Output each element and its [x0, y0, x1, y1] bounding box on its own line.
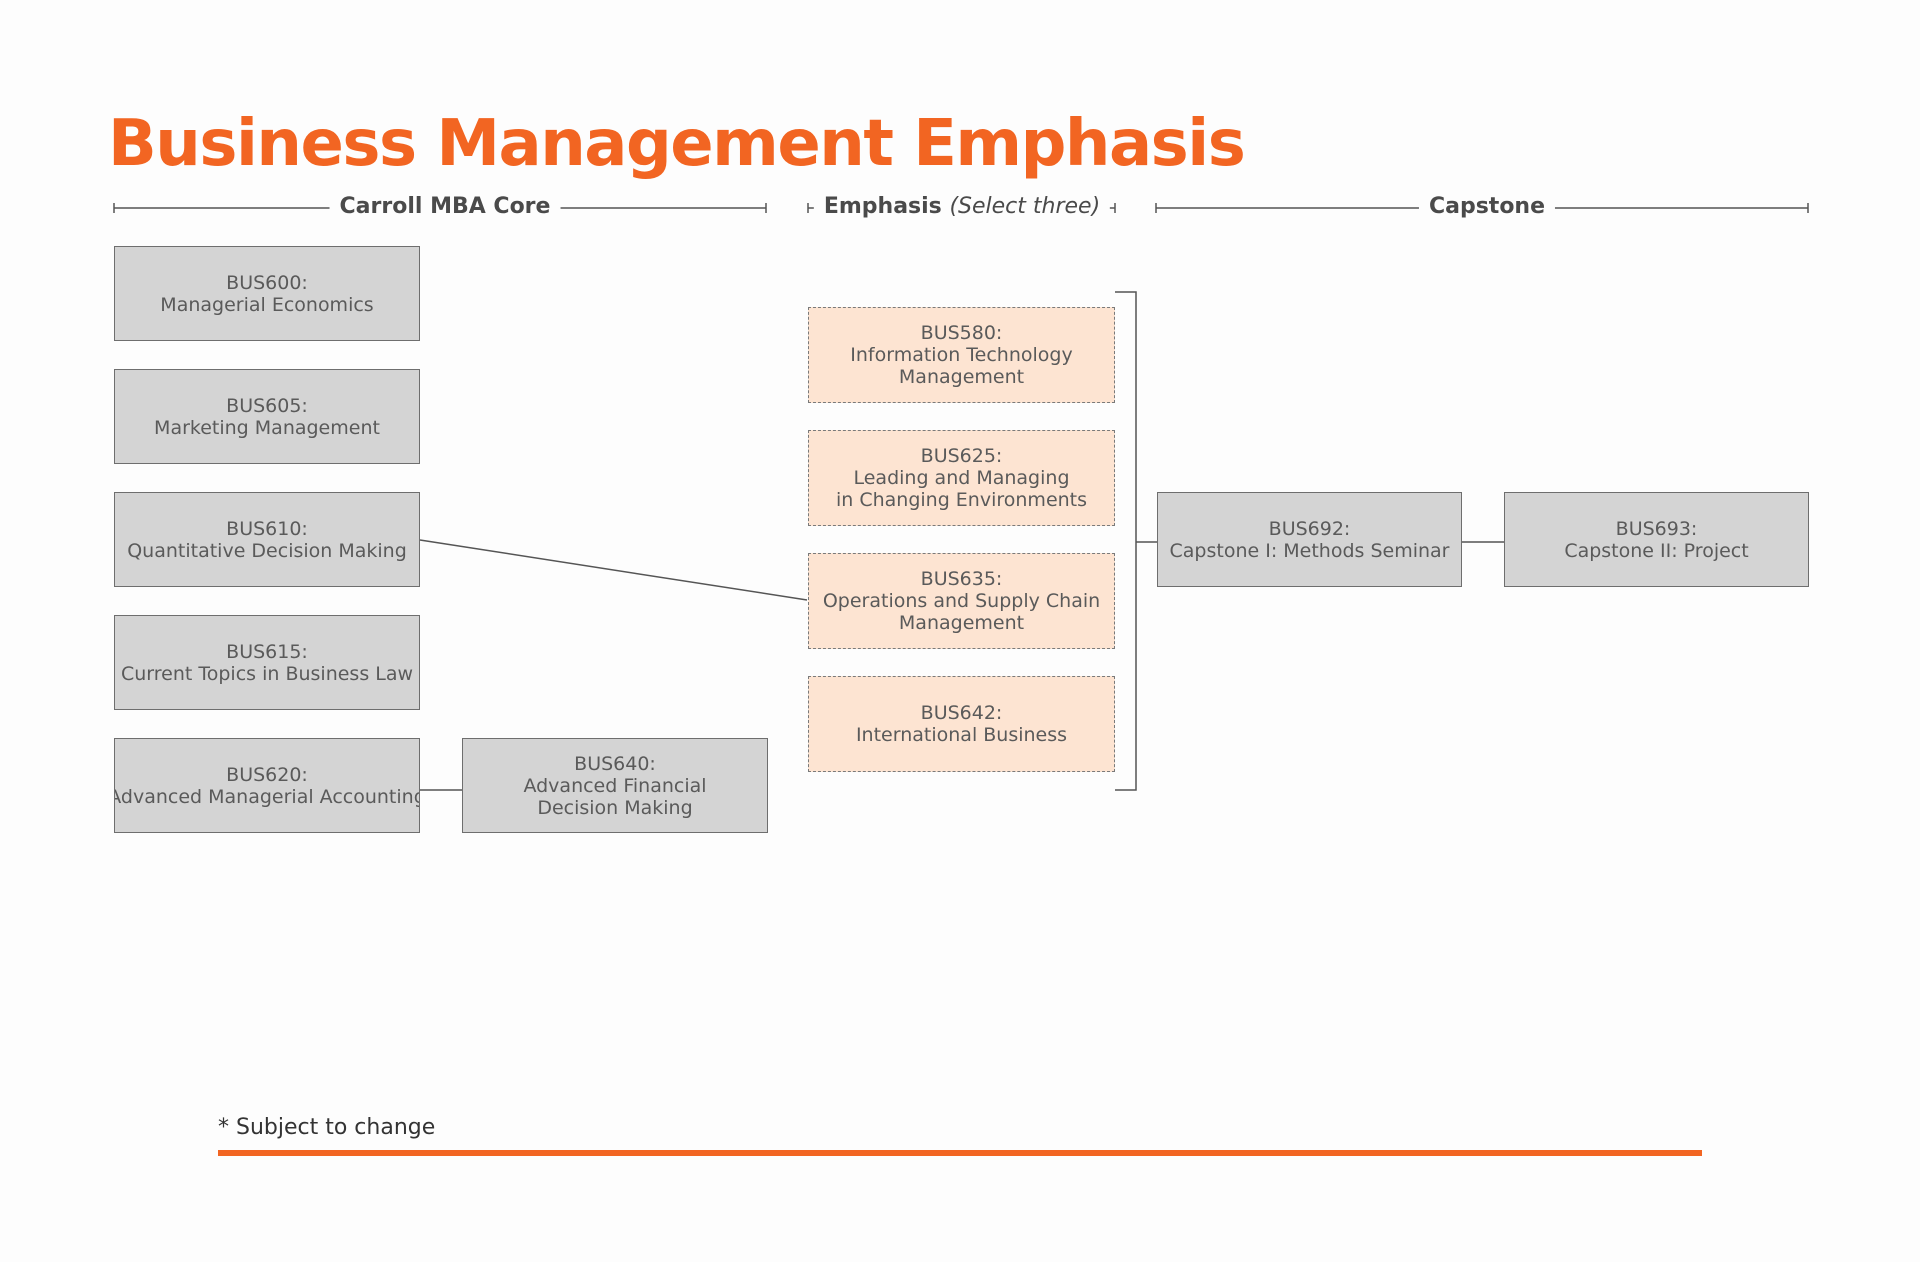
emphasis-label: Emphasis: [823, 194, 942, 219]
course-title: Advanced Managerial Accounting: [114, 785, 420, 808]
connector-bus610-bus635: [419, 539, 808, 601]
course-code: BUS620:: [226, 763, 308, 786]
course-box-bus620: BUS620: Advanced Managerial Accounting: [114, 738, 420, 833]
course-box-bus605: BUS605: Marketing Management: [114, 369, 420, 464]
section-label-emphasis: Emphasis (Select three): [813, 192, 1111, 222]
page-title: Business Management Emphasis: [108, 107, 1246, 181]
course-box-bus640: BUS640: Advanced Financial Decision Maki…: [462, 738, 768, 833]
course-title-line1: Operations and Supply Chain: [822, 590, 1101, 612]
course-box-bus580: BUS580: Information Technology Managemen…: [808, 307, 1115, 403]
course-code: BUS600:: [226, 271, 308, 294]
course-title-line1: Leading and Managing: [853, 467, 1070, 489]
course-title: Current Topics in Business Law: [120, 662, 414, 685]
course-title-line1: Information Technology: [850, 344, 1073, 366]
course-title-line2: Management: [898, 612, 1025, 634]
course-title-line2: in Changing Environments: [835, 489, 1088, 511]
course-title: Capstone I: Methods Seminar: [1169, 539, 1450, 562]
course-box-bus610: BUS610: Quantitative Decision Making: [114, 492, 420, 587]
course-title: Quantitative Decision Making: [127, 539, 407, 562]
section-label-capstone: Capstone: [1418, 192, 1556, 222]
course-code: BUS610:: [226, 517, 308, 540]
course-code: BUS692:: [1268, 517, 1351, 540]
course-box-bus693: BUS693: Capstone II: Project: [1504, 492, 1809, 587]
footer-rule: [218, 1150, 1702, 1156]
section-label-core: Carroll MBA Core: [329, 192, 561, 222]
course-code: BUS605:: [226, 394, 308, 417]
course-code: BUS625:: [920, 445, 1003, 467]
course-code: BUS635:: [920, 568, 1003, 590]
footnote: * Subject to change: [218, 1115, 436, 1140]
course-title-line2: Decision Making: [537, 796, 693, 819]
course-code: BUS615:: [226, 640, 308, 663]
course-title-line2: Management: [898, 366, 1025, 388]
course-box-bus692: BUS692: Capstone I: Methods Seminar: [1157, 492, 1462, 587]
course-code: BUS640:: [574, 752, 656, 775]
course-title: Marketing Management: [154, 416, 380, 439]
course-title-line1: Advanced Financial: [523, 774, 707, 797]
course-title: Managerial Economics: [160, 293, 374, 316]
course-box-bus625: BUS625: Leading and Managing in Changing…: [808, 430, 1115, 526]
emphasis-note: (Select three): [949, 194, 1101, 219]
course-code: BUS693:: [1615, 517, 1698, 540]
course-box-bus635: BUS635: Operations and Supply Chain Mana…: [808, 553, 1115, 649]
course-code: BUS580:: [920, 322, 1003, 344]
course-title: International Business: [855, 724, 1068, 746]
course-title: Capstone II: Project: [1564, 539, 1749, 562]
course-box-bus615: BUS615: Current Topics in Business Law: [114, 615, 420, 710]
course-box-bus600: BUS600: Managerial Economics: [114, 246, 420, 341]
course-code: BUS642:: [920, 702, 1003, 724]
course-box-bus642: BUS642: International Business: [808, 676, 1115, 772]
emphasis-bracket: [1115, 291, 1137, 791]
